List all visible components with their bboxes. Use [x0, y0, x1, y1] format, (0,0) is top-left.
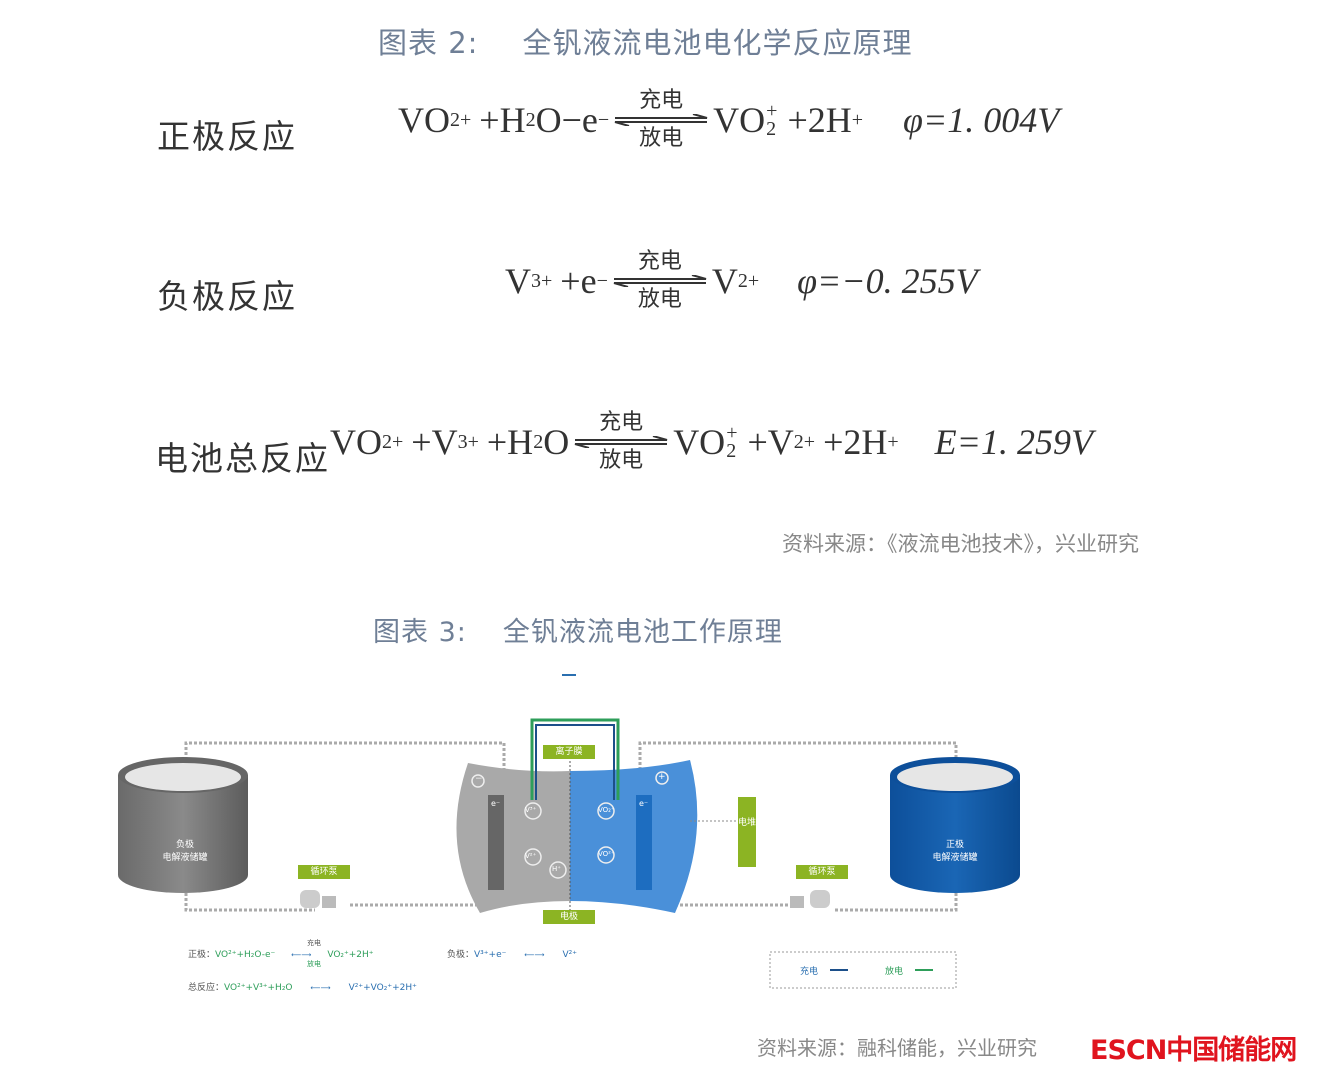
legend-discharge: 放电 [885, 967, 904, 977]
pump-label-right: 循环泵 [796, 865, 848, 879]
plus-icon: + [658, 772, 666, 782]
figure3-source: 资料来源：融科储能，兴业研究 [757, 1036, 1037, 1060]
electron-icon: e⁻ [639, 799, 649, 808]
diagram-negative-equation: 负极：V³⁺+e⁻⟵⟶V²⁺ [447, 950, 577, 960]
figure2-title: 图表 2: 全钒液流电池电化学反应原理 [378, 20, 912, 62]
reversible-arrow: 充电放电 [613, 88, 709, 152]
figure3-title: 图表 3: 全钒液流电池工作原理 [373, 610, 783, 649]
ion-vo2p: VO₂⁺ [598, 806, 615, 814]
ion-v3: V³⁺ [525, 806, 537, 814]
pump-label-left: 循环泵 [298, 865, 350, 879]
positive-tank-label: 正极电解液储罐 [932, 840, 978, 863]
reaction-label: 负极反应 [157, 277, 297, 316]
divider [562, 674, 576, 676]
electrode-label: 电极 [543, 910, 595, 924]
figure-number: 图表 3: [373, 617, 467, 648]
reaction-label: 电池总反应 [155, 439, 330, 478]
ion-v2: V²⁺ [525, 852, 537, 860]
potential: E=1. 259V [934, 422, 1093, 462]
reversible-arrow: 充电放电 [612, 249, 708, 313]
discharge-label: 放电 [307, 960, 321, 968]
ion-h: H⁺ [552, 865, 561, 873]
figure2-source: 资料来源：《液流电池技术》，兴业研究 [782, 532, 1139, 556]
ion-vo2: VO²⁺ [598, 850, 615, 858]
escn-logo: ESCN中国储能网 [1090, 1035, 1297, 1066]
reversible-arrow: 充电放电 [573, 410, 669, 474]
flow-battery-diagram: 负极电解液储罐 正极电解液储罐 离子膜 电极 电堆 循环泵 循环泵 V³⁺ V²… [100, 715, 1040, 1015]
legend-charge: 充电 [800, 967, 819, 977]
potential: φ=1. 004V [903, 100, 1060, 140]
figure-title-text: 全钒液流电池工作原理 [502, 617, 783, 648]
diagram-graphics [118, 718, 1020, 989]
electron-icon: e⁻ [491, 799, 501, 808]
diagram-total-equation: 总反应：VO²⁺+V³⁺+H₂O⟵⟶V²⁺+VO₂⁺+2H⁺ [188, 983, 417, 993]
diagram-positive-equation: 正极：VO²⁺+H₂O-e⁻⟵⟶VO₂⁺+2H⁺ [188, 950, 374, 960]
minus-icon: − [475, 774, 483, 784]
negative-tank-label: 负极电解液储罐 [162, 840, 208, 863]
charge-label: 充电 [307, 939, 321, 947]
stack-label: 电堆 [738, 797, 756, 867]
reaction-label: 正极反应 [157, 117, 297, 156]
figure-title-text: 全钒液流电池电化学反应原理 [522, 26, 913, 60]
figure-number: 图表 2: [378, 26, 479, 60]
potential: φ=−0. 255V [797, 261, 978, 301]
membrane-label: 离子膜 [543, 745, 595, 759]
